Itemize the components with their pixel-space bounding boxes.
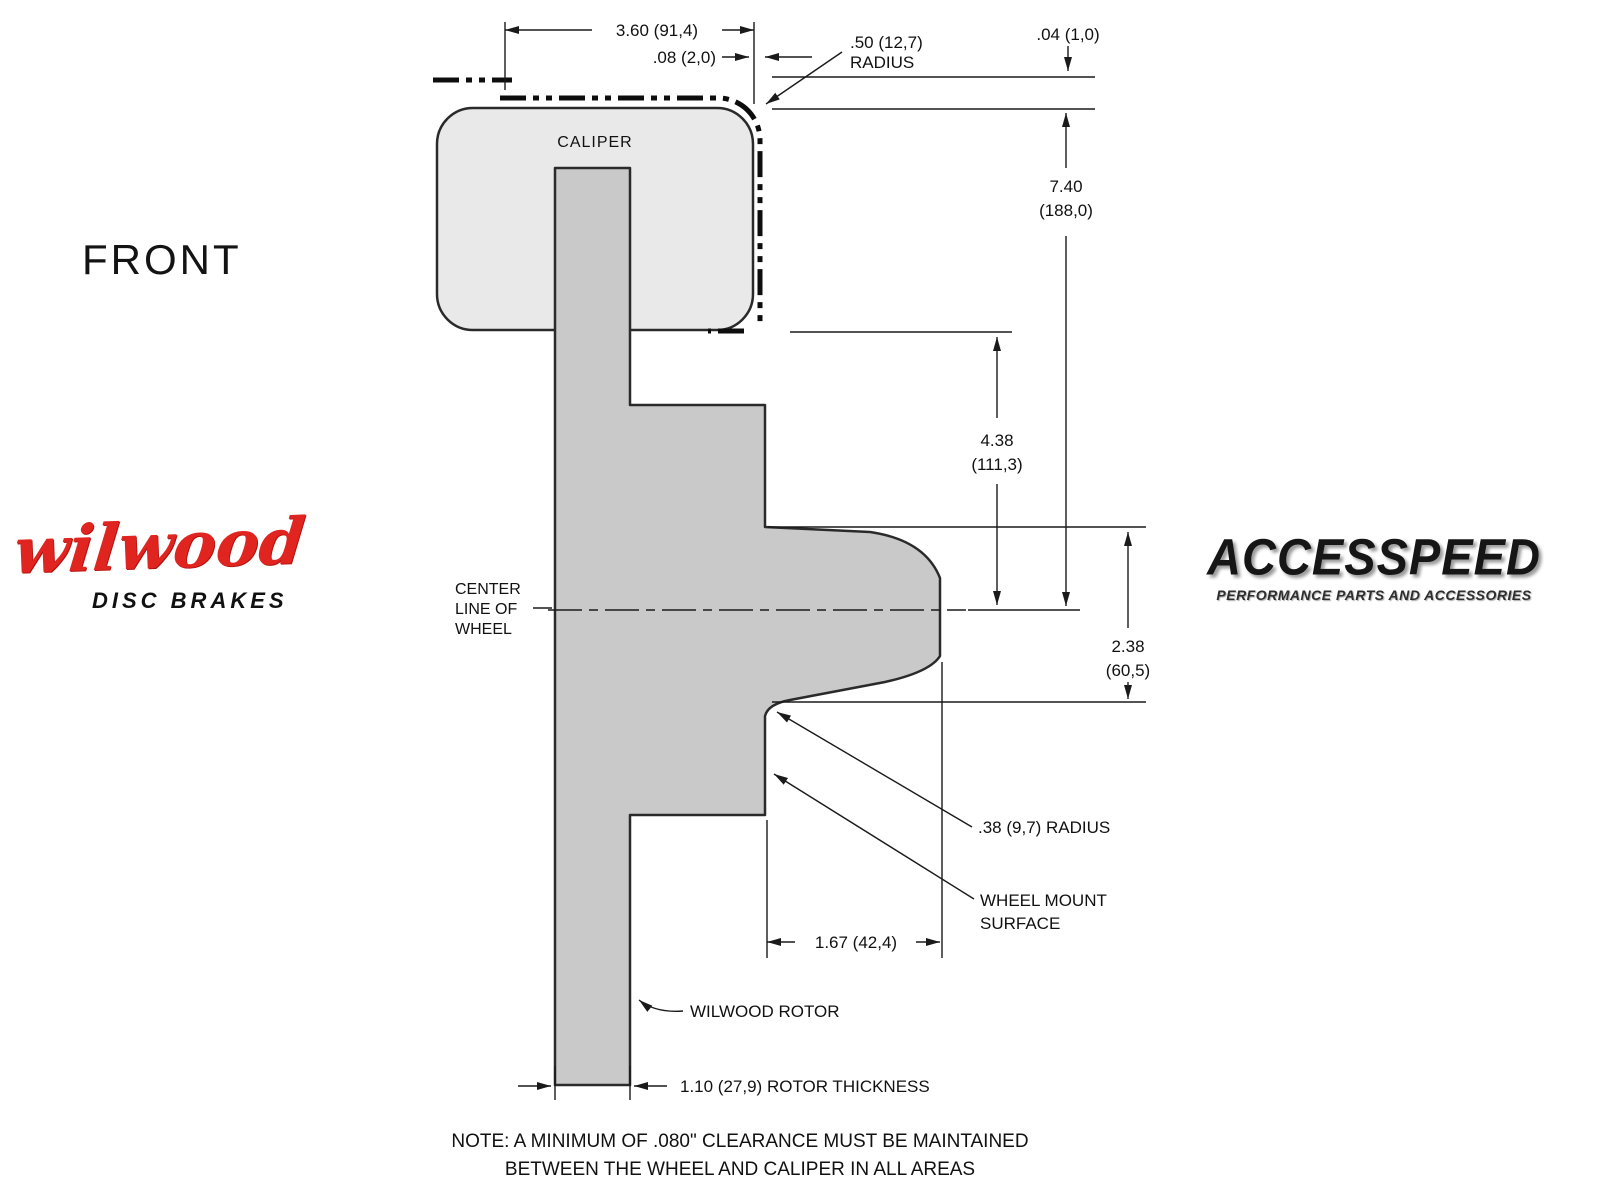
wilwood-logo-text: wilwood [10, 503, 309, 589]
note-line-1: NOTE: A MINIMUM OF .080" CLEARANCE MUST … [451, 1131, 1029, 1152]
wilwood-logo: wilwood DISC BRAKES [10, 504, 324, 614]
extension-lines [504, 22, 1146, 1100]
svg-text:LINE OF: LINE OF [455, 601, 517, 618]
svg-text:(188,0): (188,0) [1039, 201, 1093, 220]
dim-thickness-1-10: 1.10 (27,9) ROTOR THICKNESS [518, 1077, 930, 1096]
svg-text:RADIUS: RADIUS [850, 53, 914, 72]
note-line-2: BETWEEN THE WHEEL AND CALIPER IN ALL ARE… [504, 1158, 976, 1180]
accesspeed-logo: ACCESSPEED PERFORMANCE PARTS AND ACCESSO… [1186, 527, 1562, 603]
note-text: NOTE: A MINIMUM OF .080" CLEARANCE MUST … [380, 1128, 1100, 1183]
svg-text:.04 (1,0): .04 (1,0) [1036, 25, 1099, 44]
wilwood-logo-tagline: DISC BRAKES [92, 588, 288, 613]
accesspeed-logo-text: ACCESSPEED [1207, 527, 1541, 586]
svg-text:.08 (2,0): .08 (2,0) [653, 48, 716, 67]
dim-depth-1-67: 1.67 (42,4) [767, 933, 940, 952]
svg-text:CENTER: CENTER [455, 581, 521, 598]
svg-text:(111,3): (111,3) [971, 455, 1022, 474]
svg-text:WHEEL: WHEEL [455, 621, 512, 638]
caliper-label: CALIPER [557, 134, 632, 151]
svg-text:.50 (12,7): .50 (12,7) [850, 33, 923, 52]
wheel-profile-dashed-line [433, 77, 763, 334]
label-centerline: CENTER LINE OF WHEEL [455, 581, 521, 638]
svg-text:WILWOOD ROTOR: WILWOOD ROTOR [690, 1002, 840, 1021]
rotor-hat-profile [553, 166, 942, 1087]
dim-radius-0-38: .38 (9,7) RADIUS [776, 711, 1110, 837]
svg-text:1.10 (27,9) ROTOR THICKNESS: 1.10 (27,9) ROTOR THICKNESS [680, 1077, 930, 1096]
accesspeed-logo-tagline: PERFORMANCE PARTS AND ACCESSORIES [1216, 587, 1532, 603]
svg-text:.38 (9,7) RADIUS: .38 (9,7) RADIUS [978, 818, 1110, 837]
label-wilwood-rotor: WILWOOD ROTOR [638, 999, 840, 1021]
label-wheel-mount-surface: WHEEL MOUNT SURFACE [773, 773, 1107, 933]
dim-height-2-38: 2.38 (60,5) [1106, 532, 1150, 699]
dim-height-7-40: 7.40 (188,0) [1039, 113, 1093, 606]
dim-height-4-38: 4.38 (111,3) [971, 337, 1023, 605]
svg-text:7.40: 7.40 [1049, 177, 1082, 196]
dim-radius-0-50: .50 (12,7) RADIUS [765, 33, 923, 105]
dim-clearance-0-04: .04 (1,0) [1036, 25, 1100, 71]
dim-width-3-60: 3.60 (91,4) [505, 21, 754, 40]
svg-text:WHEEL MOUNT: WHEEL MOUNT [980, 891, 1107, 910]
svg-text:1.67 (42,4): 1.67 (42,4) [815, 933, 897, 952]
svg-text:(60,5): (60,5) [1106, 661, 1150, 680]
svg-text:2.38: 2.38 [1111, 637, 1144, 656]
front-view-label: FRONT [82, 236, 242, 283]
dim-gap-0-08: .08 (2,0) [653, 48, 812, 67]
svg-text:SURFACE: SURFACE [980, 914, 1060, 933]
svg-text:4.38: 4.38 [980, 431, 1013, 450]
svg-text:3.60 (91,4): 3.60 (91,4) [616, 21, 698, 40]
